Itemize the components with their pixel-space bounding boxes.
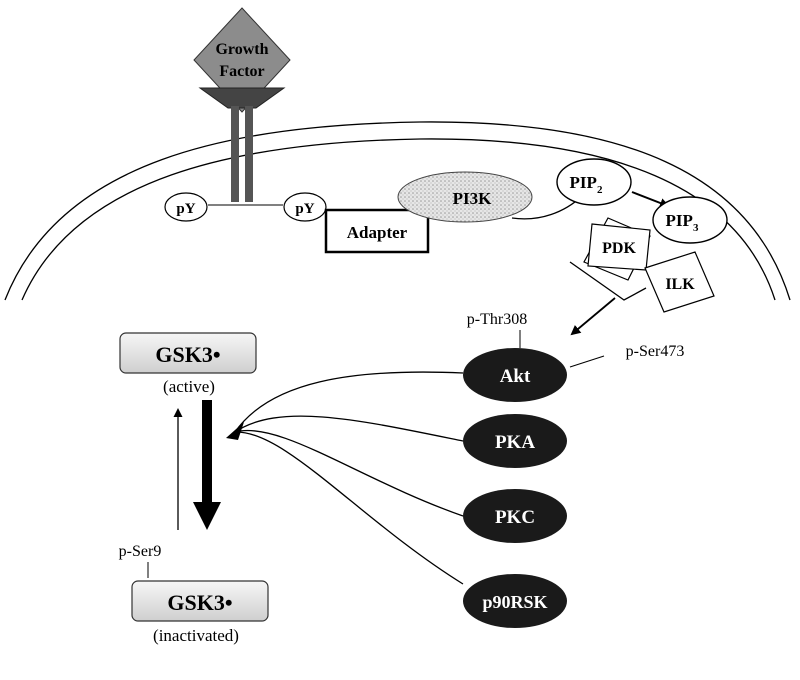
akt-site-ser473: p-Ser473 xyxy=(626,343,685,360)
phosphotyrosine-right-label: pY xyxy=(295,201,314,217)
akt-site-thr308: p-Thr308 xyxy=(467,311,527,328)
pi3k-ellipse xyxy=(397,171,533,223)
ilk-label: ILK xyxy=(665,276,695,293)
pdk-ilk-bracket xyxy=(569,261,647,301)
growth-factor-diamond xyxy=(193,7,291,113)
pi3k-label: PI3K xyxy=(453,189,493,208)
gsk3-inactive-label: GSK3• xyxy=(167,590,232,615)
gsk3-active-label: GSK3• xyxy=(155,342,220,367)
inactivation-arrow-shaft xyxy=(202,400,212,504)
pkc-label: PKC xyxy=(495,507,535,528)
gsk3-active-box xyxy=(119,332,257,374)
growth-factor-label-line1: Growth xyxy=(215,41,268,58)
cell-membrane-outer xyxy=(4,121,791,301)
p90rsk-to-gsk3-curve xyxy=(234,431,464,585)
gsk3-inactive-box xyxy=(131,580,269,622)
akt-ellipse xyxy=(463,348,567,402)
phosphotyrosine-left-label: pY xyxy=(176,201,195,217)
adapter-box xyxy=(324,208,430,254)
pip3-label: PIP3 xyxy=(666,211,699,234)
akt-label: Akt xyxy=(500,366,531,387)
pip3-ellipse xyxy=(652,196,728,244)
pdk-ilk-to-akt-arrow xyxy=(570,297,616,336)
pip2-to-pip3-arrow xyxy=(631,191,670,208)
pdk-label: PDK xyxy=(602,240,636,257)
receptor-stalk-right xyxy=(245,106,253,202)
akt-ser473-tick xyxy=(569,355,605,368)
growth-factor-label-line2: Factor xyxy=(219,63,264,80)
akt-to-gsk3-curve xyxy=(234,371,464,433)
gsk3-active-state: (active) xyxy=(163,377,215,396)
receptor-stalk-left xyxy=(231,106,239,202)
pkc-ellipse xyxy=(463,489,567,543)
pka-label: PKA xyxy=(495,432,535,453)
receptor-binding-cup xyxy=(198,87,286,109)
p90rsk-label: p90RSK xyxy=(482,592,547,612)
pip2-label: PIP2 xyxy=(570,173,603,196)
gsk3-inactive-state: (inactivated) xyxy=(153,626,239,645)
pip2-ellipse xyxy=(556,158,632,206)
pka-ellipse xyxy=(463,414,567,468)
p90rsk-ellipse xyxy=(463,574,567,628)
ilk-box xyxy=(644,251,715,313)
adapter-label: Adapter xyxy=(347,223,408,242)
gsk3-site-ser9: p-Ser9 xyxy=(119,543,162,560)
phosphotyrosine-right xyxy=(283,192,327,222)
inactivation-arrow-head xyxy=(193,502,221,530)
pka-to-gsk3-curve xyxy=(234,415,464,442)
phosphotyrosine-left xyxy=(164,192,208,222)
kinase-convergence-arrowhead xyxy=(226,422,244,440)
pkc-to-gsk3-curve xyxy=(234,429,464,517)
